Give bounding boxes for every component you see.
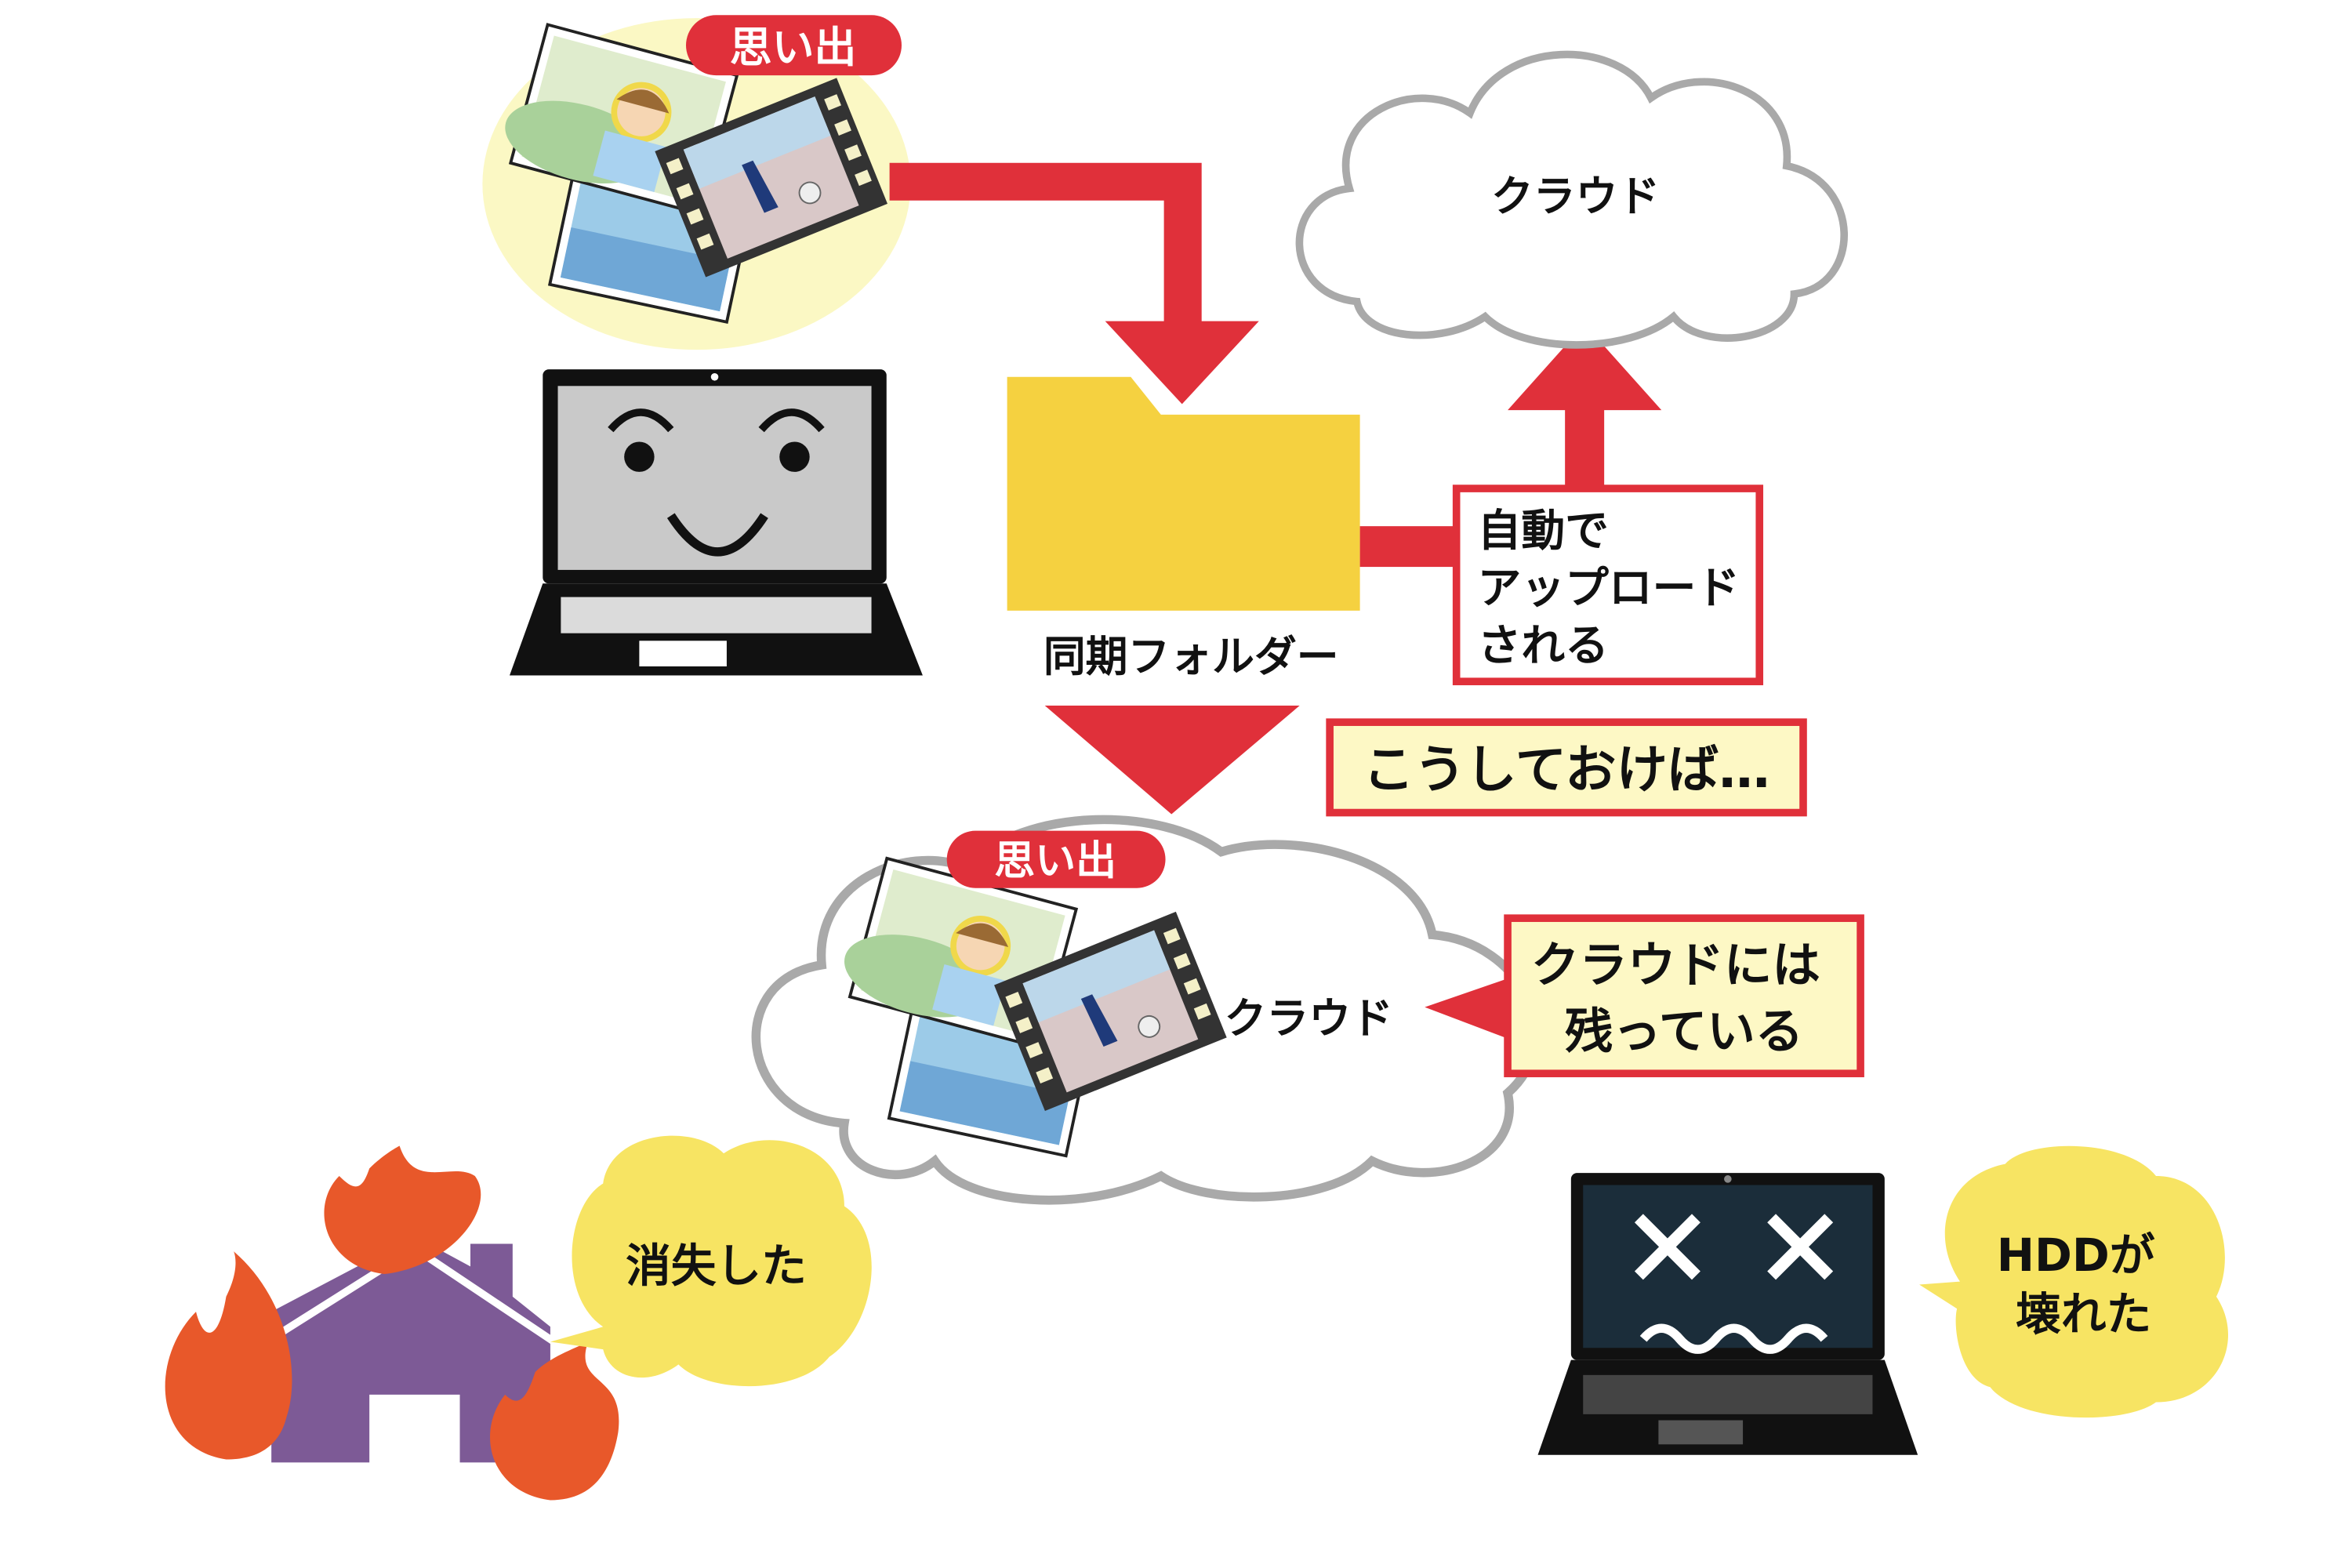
cloud-label: クラウド	[1491, 172, 1660, 221]
hdd-bubble-text: HDDが 壊れた	[1997, 1229, 2171, 1341]
down-arrow	[1044, 706, 1300, 815]
callout-pointer	[1425, 977, 1512, 1040]
fire-speech-bubble	[550, 1135, 872, 1387]
arrow-up-to-cloud	[1508, 324, 1662, 489]
sync-folder-label: 同期フォルダー	[1044, 632, 1339, 681]
if-you-do-this-text: こうしておけば…	[1363, 740, 1770, 800]
cloud-icon	[1295, 50, 1848, 349]
arrow-to-folder	[889, 162, 1259, 405]
bottom-cloud-label: クラウド	[1225, 993, 1393, 1043]
memories-badge	[686, 15, 902, 76]
if-you-do-this-box	[1326, 718, 1807, 817]
broken-laptop-icon	[1537, 1173, 1918, 1455]
auto-upload-box	[1452, 485, 1764, 686]
remains-callout-box	[1504, 914, 1864, 1078]
memories-badge-label: 思い出	[730, 23, 857, 72]
remains-callout-text: クラウドには 残っている	[1531, 937, 1838, 1060]
hdd-speech-bubble	[1919, 1145, 2229, 1418]
fire-bubble-text: 消失した	[626, 1240, 807, 1293]
connector-line	[1359, 526, 1454, 568]
happy-laptop-icon	[510, 369, 923, 676]
bottom-memories-badge-label: 思い出	[994, 837, 1116, 884]
auto-upload-text: 自動で アップロード される	[1478, 506, 1755, 671]
burning-house-icon	[165, 1145, 619, 1501]
sync-folder-icon	[1007, 376, 1360, 611]
bottom-memories-badge	[946, 830, 1166, 888]
